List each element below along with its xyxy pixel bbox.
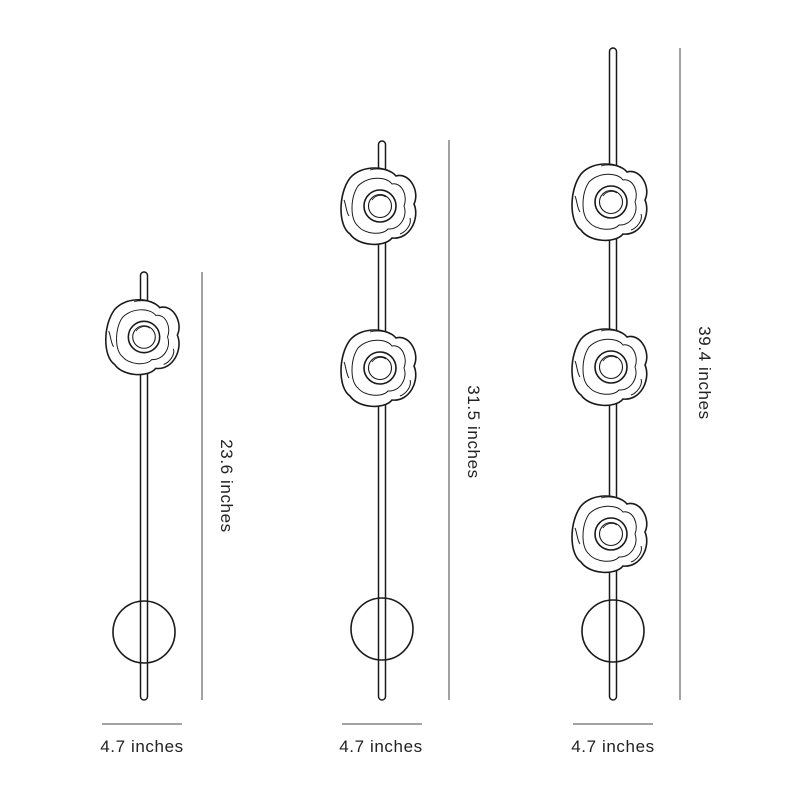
fixture-2-wall-ring <box>350 597 414 661</box>
fixture-3-height-label: 39.4 inches <box>695 326 714 420</box>
fixture-2-flower-2 <box>340 329 417 408</box>
fixture-2-rod <box>377 140 387 701</box>
fixture-2-flower-1 <box>340 167 417 246</box>
fixture-1-flower-1 <box>104 298 180 376</box>
fixture-2-height-label: 31.5 inches <box>464 385 483 479</box>
fixture-1: 23.6 inches 4.7 inches <box>100 271 236 756</box>
fixture-2: 31.5 inches 4.7 inches <box>339 140 483 756</box>
fixture-1-rod <box>139 271 149 701</box>
fixture-3-wall-ring <box>581 599 645 663</box>
fixture-3-flower-1 <box>571 163 648 242</box>
fixture-3-flower-3 <box>571 495 648 574</box>
fixture-3: 39.4 inches 4.7 inches <box>571 47 714 756</box>
fixture-1-width-label: 4.7 inches <box>100 737 184 756</box>
fixture-1-wall-ring <box>112 600 176 664</box>
fixture-2-width-label: 4.7 inches <box>339 737 423 756</box>
fixture-3-width-label: 4.7 inches <box>571 737 655 756</box>
fixture-3-flower-2 <box>571 328 648 407</box>
fixture-1-height-label: 23.6 inches <box>217 439 236 533</box>
